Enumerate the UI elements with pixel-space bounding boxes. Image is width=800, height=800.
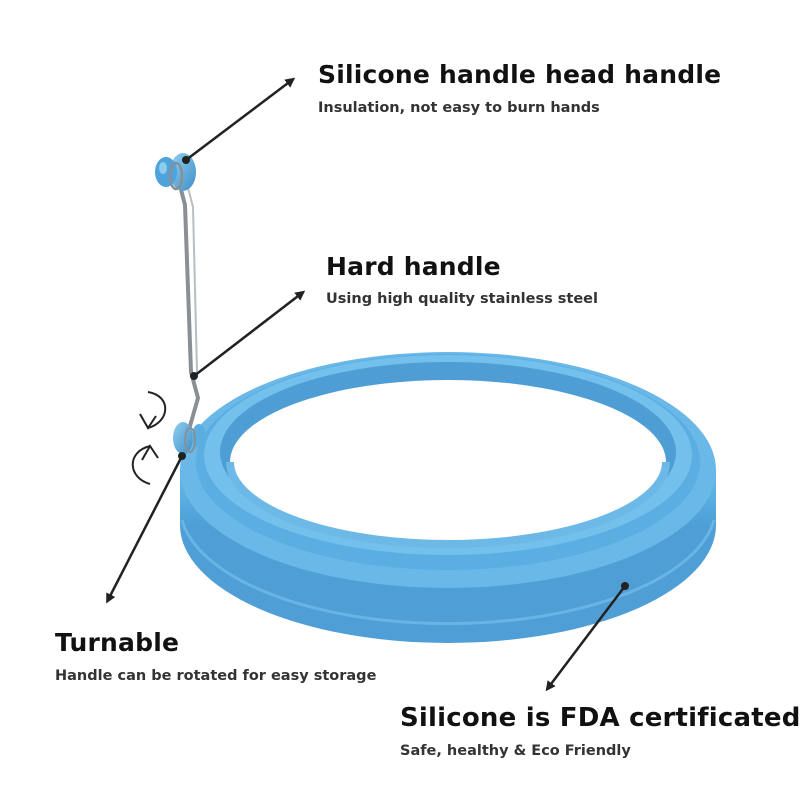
turnable-subtitle: Handle can be rotated for easy storage — [55, 668, 377, 684]
fda-title: Silicone is FDA certificated — [400, 703, 800, 733]
arrow-dot-hard-handle — [190, 372, 198, 380]
callout-arrows — [106, 77, 626, 692]
silicone-head-subtitle: Insulation, not easy to burn hands — [318, 100, 600, 116]
turnable-title: Turnable — [55, 628, 180, 657]
rotation-arrows-icon — [131, 391, 167, 485]
arrow-dot-turnable — [178, 452, 186, 460]
silicone-head-title: Silicone handle head handle — [318, 60, 722, 89]
hard-handle-title: Hard handle — [326, 252, 501, 281]
arrow-dot-silicone-head — [182, 156, 190, 164]
hard-handle-subtitle: Using high quality stainless steel — [326, 291, 598, 307]
handle-assembly — [155, 153, 206, 454]
arrow-fda — [545, 585, 626, 692]
silicone-egg-ring — [180, 352, 716, 643]
fda-subtitle: Safe, healthy & Eco Friendly — [400, 743, 631, 759]
arrow-silicone-head — [185, 77, 296, 161]
arrow-dot-fda — [621, 582, 629, 590]
arrow-turnable — [106, 455, 184, 604]
arrow-hard-handle — [193, 290, 306, 377]
